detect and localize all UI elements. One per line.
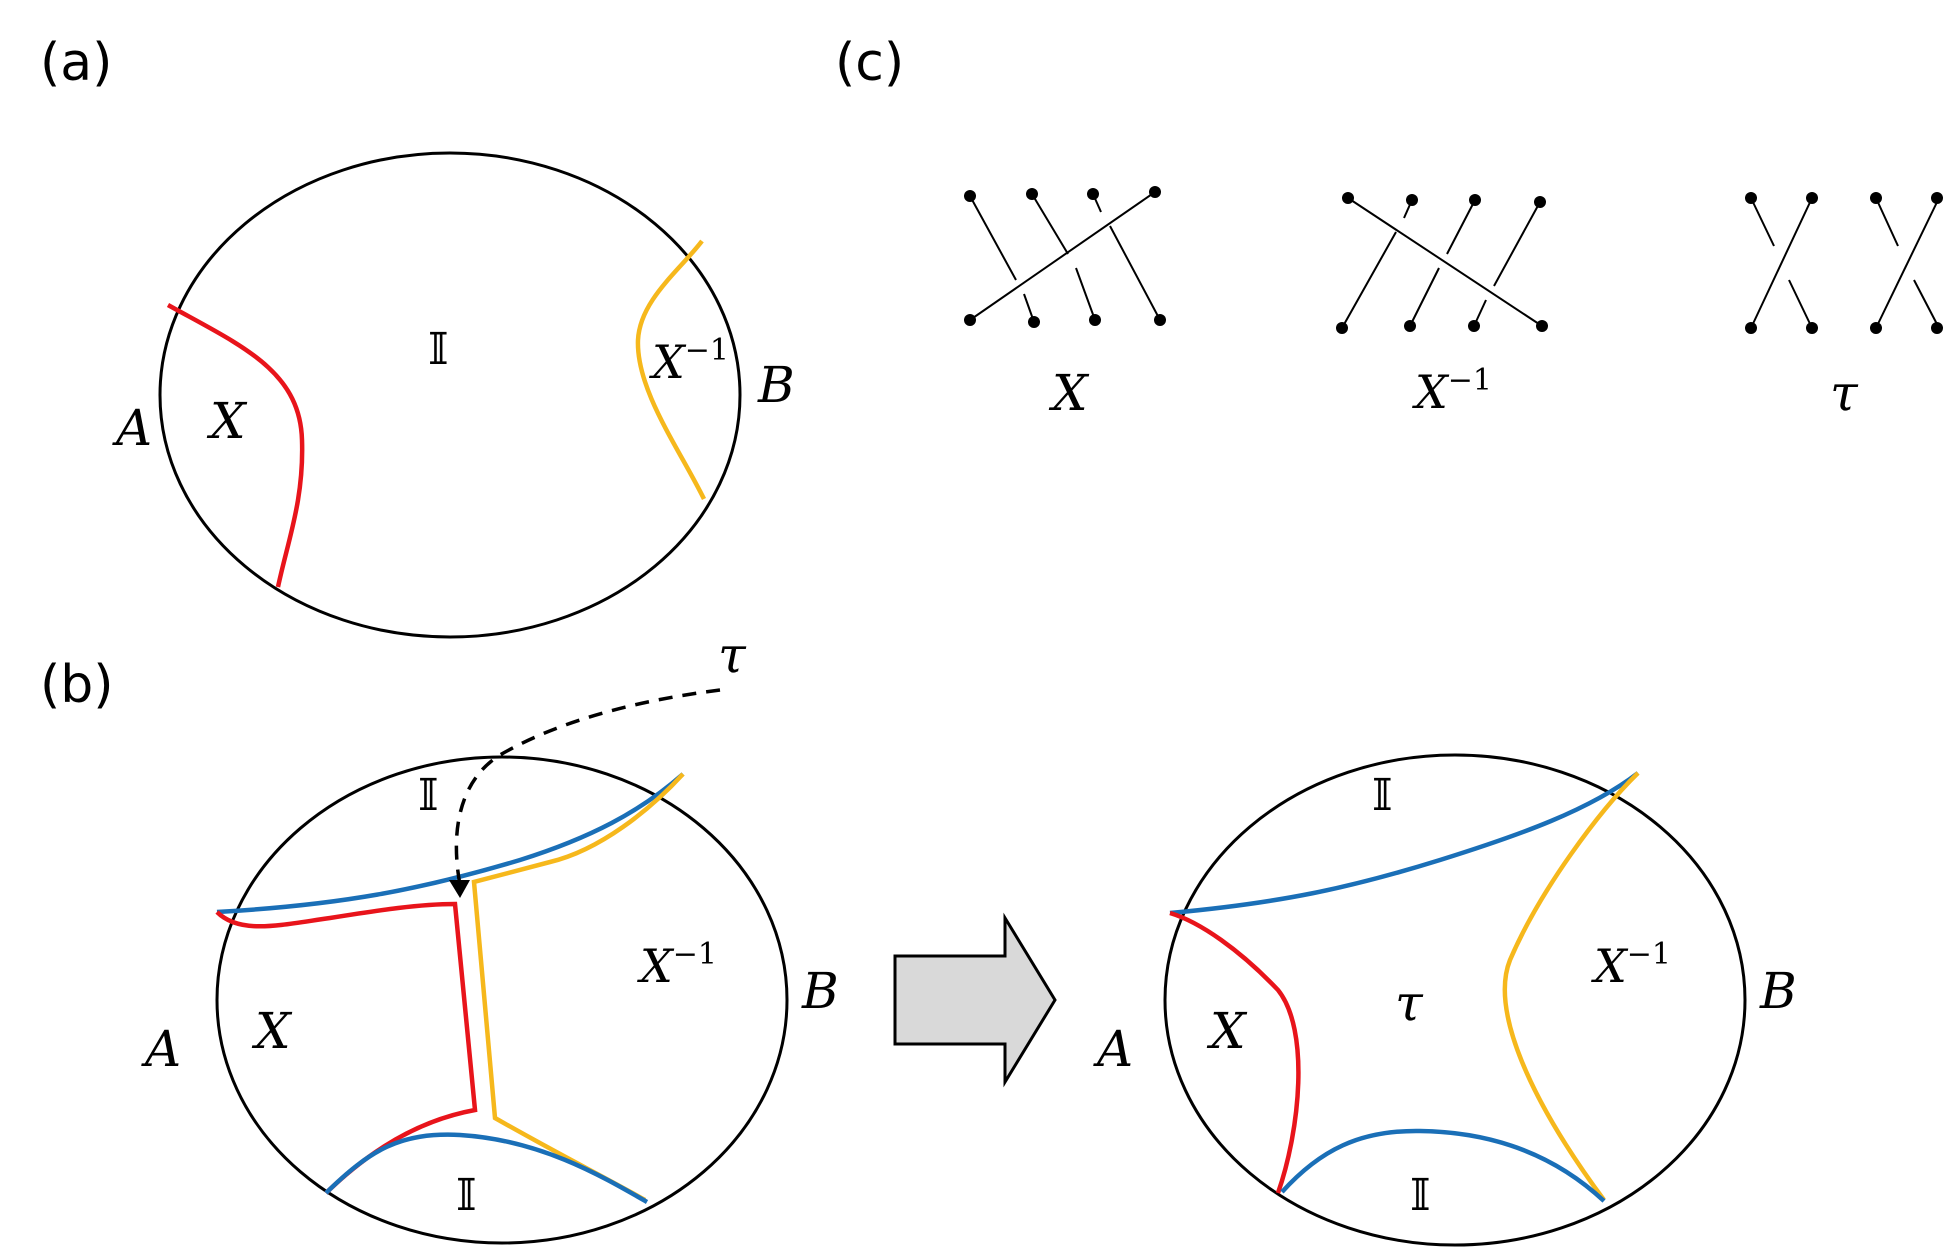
braid-xinv-over-strand <box>1347 197 1543 327</box>
braid-xinv-node <box>1468 320 1480 332</box>
panel-b-before-disk: τ 𝕀 X X−1 𝕀 A B <box>141 626 839 1245</box>
braid-tau-strand-2a <box>1875 197 1899 247</box>
panel-b-after-disk: 𝕀 X τ X−1 𝕀 A B <box>1093 753 1797 1247</box>
panel-b-after-red-wall <box>1169 910 1301 1194</box>
braid-tau-strand-1a <box>1750 197 1775 247</box>
braid-x-inverse: X−1 <box>1336 192 1548 419</box>
panel-b-after-region-tau: τ <box>1395 974 1424 1032</box>
panel-b-tau-insertion-arrow <box>454 688 721 886</box>
braid-xinv-strand-2b <box>1409 267 1440 327</box>
braid-tau-caption: τ <box>1830 364 1859 422</box>
braid-xinv-node <box>1342 192 1354 204</box>
braid-tau: τ <box>1745 192 1943 422</box>
braid-x-node <box>1087 188 1099 200</box>
braid-x-node <box>964 190 976 202</box>
panel-a-disk <box>158 151 742 639</box>
braid-xinv-strand-1b <box>1341 231 1397 329</box>
braid-xinv-strand-2a <box>1446 199 1476 255</box>
panel-a-label: (a) <box>40 33 112 93</box>
braid-x-node <box>1026 188 1038 200</box>
panel-b: (b) τ 𝕀 X X−1 𝕀 A B 𝕀 X <box>40 626 1797 1247</box>
braid-tau-node <box>1870 322 1882 334</box>
panel-b-after-region-xinv: X−1 <box>1591 937 1671 993</box>
panel-b-arrowhead-icon <box>449 880 470 898</box>
panel-a-region-x: X <box>206 392 248 450</box>
panel-b-before-boundary-b: B <box>801 962 839 1020</box>
braid-x-strand-1a <box>969 195 1017 281</box>
braid-tau-node <box>1870 192 1882 204</box>
braid-xinv-strand-3a <box>1493 201 1541 287</box>
panel-b-after-boundary <box>1163 753 1747 1247</box>
panel-b-label: (b) <box>40 655 114 715</box>
braid-xinv-node <box>1469 194 1481 206</box>
braid-tau-node <box>1931 322 1943 334</box>
braid-tau-node <box>1806 322 1818 334</box>
braid-xinv-node <box>1406 194 1418 206</box>
panel-b-after-top-identity: 𝕀 <box>1372 770 1393 821</box>
braid-x-strand-2a <box>1031 193 1069 255</box>
braid-x-strand-3b <box>1109 225 1161 321</box>
panel-b-after-bottom-blue <box>1280 1128 1606 1203</box>
braid-x-node <box>1154 314 1166 326</box>
panel-c: (c) X <box>835 33 1943 422</box>
panel-b-before-region-x: X <box>251 1002 293 1060</box>
transition-arrow-icon <box>893 912 1057 1088</box>
panel-b-before-boundary-a: A <box>141 1020 181 1078</box>
panel-b-after-top-blue <box>1169 771 1640 916</box>
braid-tau-node <box>1806 192 1818 204</box>
braid-x: X <box>964 186 1166 422</box>
panel-b-after-bottom-identity: 𝕀 <box>1410 1170 1431 1221</box>
braid-tau-strand-1b <box>1788 279 1813 329</box>
panel-a-region-xinv: X−1 <box>649 333 729 389</box>
panel-a: (a) X 𝕀 X−1 A B <box>40 33 795 639</box>
panel-b-before-region-xinv: X−1 <box>637 937 717 993</box>
braid-xinv-node <box>1336 322 1348 334</box>
braid-x-strand-2b <box>1075 267 1096 321</box>
braid-xinv-caption: X−1 <box>1412 363 1492 419</box>
braid-tau-over-strand-1 <box>1750 197 1813 329</box>
panel-b-after-boundary-a: A <box>1093 1020 1133 1078</box>
panel-b-tau-label: τ <box>718 626 747 684</box>
braid-tau-node <box>1745 192 1757 204</box>
braid-x-node <box>964 314 976 326</box>
braid-tau-over-strand-2 <box>1875 197 1940 329</box>
braid-x-over-strand <box>969 191 1156 321</box>
braid-tau-node <box>1745 322 1757 334</box>
panel-a-red-wall <box>166 303 305 588</box>
panel-b-before-bottom-blue <box>324 1132 649 1204</box>
panel-b-after-boundary-b: B <box>1759 962 1797 1020</box>
panel-c-label: (c) <box>835 33 904 93</box>
braid-x-node <box>1089 314 1101 326</box>
braid-tau-node <box>1931 192 1943 204</box>
braid-x-node <box>1149 186 1161 198</box>
panel-b-before-top-blue <box>216 772 685 915</box>
panel-b-after-region-x: X <box>1206 1002 1248 1060</box>
braid-xinv-node <box>1536 320 1548 332</box>
braid-x-caption: X <box>1048 364 1090 422</box>
panel-b-after-yellow-wall <box>1502 771 1640 1202</box>
panel-a-boundary-b: B <box>757 356 795 414</box>
panel-b-before-top-identity: 𝕀 <box>418 770 439 821</box>
panel-b-before-red-wall <box>215 901 478 1195</box>
panel-b-before-boundary <box>215 755 789 1245</box>
braid-x-node <box>1028 316 1040 328</box>
braid-xinv-node <box>1404 320 1416 332</box>
braid-xinv-node <box>1534 196 1546 208</box>
panel-a-boundary-a: A <box>112 399 152 457</box>
panel-a-yellow-wall <box>635 239 707 500</box>
panel-a-region-identity: 𝕀 <box>428 324 449 375</box>
panel-b-before-bottom-identity: 𝕀 <box>456 1170 477 1221</box>
braid-tau-strand-2b <box>1913 279 1940 329</box>
